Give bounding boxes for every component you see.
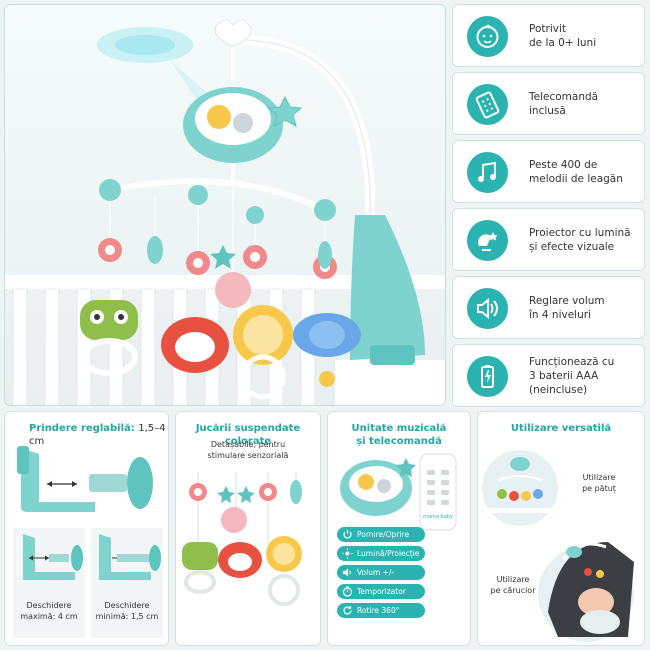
toys-panel: Jucării suspendate colorate Detașabile, … xyxy=(175,411,321,646)
min-opening-label: Deschidere minimă: 1,5 cm xyxy=(95,601,159,621)
usage-title: Utilizare versatilă xyxy=(510,423,612,434)
rotate-button-label: Rotire 360° xyxy=(337,603,425,618)
stroller-usage-label: Utilizare pe cărucior xyxy=(490,575,536,595)
light-button-label: Lumină/Proiecție xyxy=(337,546,425,561)
feature-text: Potrivit de la 0+ luni xyxy=(529,22,597,49)
max-opening-label: Deschidere maximă: 4 cm xyxy=(20,601,78,621)
clamp-title: Prindere reglabilă: 1,5–4 cm xyxy=(29,423,166,447)
power-button-label: Pornire/Oprire xyxy=(337,527,425,542)
toys-subtitle: Detașabile, pentru stimulare senzorială xyxy=(207,440,289,460)
owl-toy xyxy=(80,300,138,376)
music-note-icon xyxy=(467,152,508,193)
usage-panel: Utilizare versatilă Utilizare pe pătuț U… xyxy=(477,411,645,646)
timer-button-label: Temporizator xyxy=(337,584,425,599)
volume-button-label: Volum +/- xyxy=(337,565,425,580)
projector-light-icon xyxy=(467,220,508,261)
feature-card-melodies: Peste 400 de melodii de leagăn xyxy=(452,140,645,203)
feature-card-battery: Funcționează cu 3 baterii AAA (neincluse… xyxy=(452,344,645,407)
battery-icon xyxy=(467,356,508,397)
clamp-illustration xyxy=(13,446,163,638)
usage-illustrations xyxy=(482,450,634,642)
feature-text: Funcționează cu 3 baterii AAA (neincluse… xyxy=(529,355,615,396)
elephant-toy xyxy=(293,313,361,387)
feature-card-projector: Proiector cu lumină și efecte vizuale xyxy=(452,208,645,271)
hero-product-image xyxy=(4,4,446,406)
feature-text: Reglare volum în 4 niveluri xyxy=(529,294,605,321)
feature-text: Peste 400 de melodii de leagăn xyxy=(529,158,623,185)
music-unit-illustration xyxy=(340,453,457,531)
remote-brand: mama baby xyxy=(423,514,453,520)
speaker-volume-icon xyxy=(467,288,508,329)
remote-control-icon xyxy=(467,84,508,125)
feature-card-age: Potrivit de la 0+ luni xyxy=(452,4,645,67)
feature-text: Proiector cu lumină și efecte vizuale xyxy=(529,226,631,253)
crib-mobile-illustration xyxy=(5,19,445,405)
toys-title: Jucării suspendate colorate xyxy=(195,423,301,447)
feature-card-remote: Telecomandă inclusă xyxy=(452,72,645,135)
music-title: Unitate muzicală și telecomandă xyxy=(351,423,447,447)
feature-text: Telecomandă inclusă xyxy=(529,90,599,117)
feature-card-volume: Reglare volum în 4 niveluri xyxy=(452,276,645,339)
crab-toy xyxy=(161,317,229,373)
lion-toy xyxy=(233,305,293,400)
baby-face-icon xyxy=(467,16,508,57)
toys-illustration xyxy=(182,472,302,606)
crib-usage-label: Utilizare pe pătuț xyxy=(582,473,616,493)
clamp-panel: Prindere reglabilă: 1,5–4 cm Deschidere … xyxy=(4,411,169,646)
